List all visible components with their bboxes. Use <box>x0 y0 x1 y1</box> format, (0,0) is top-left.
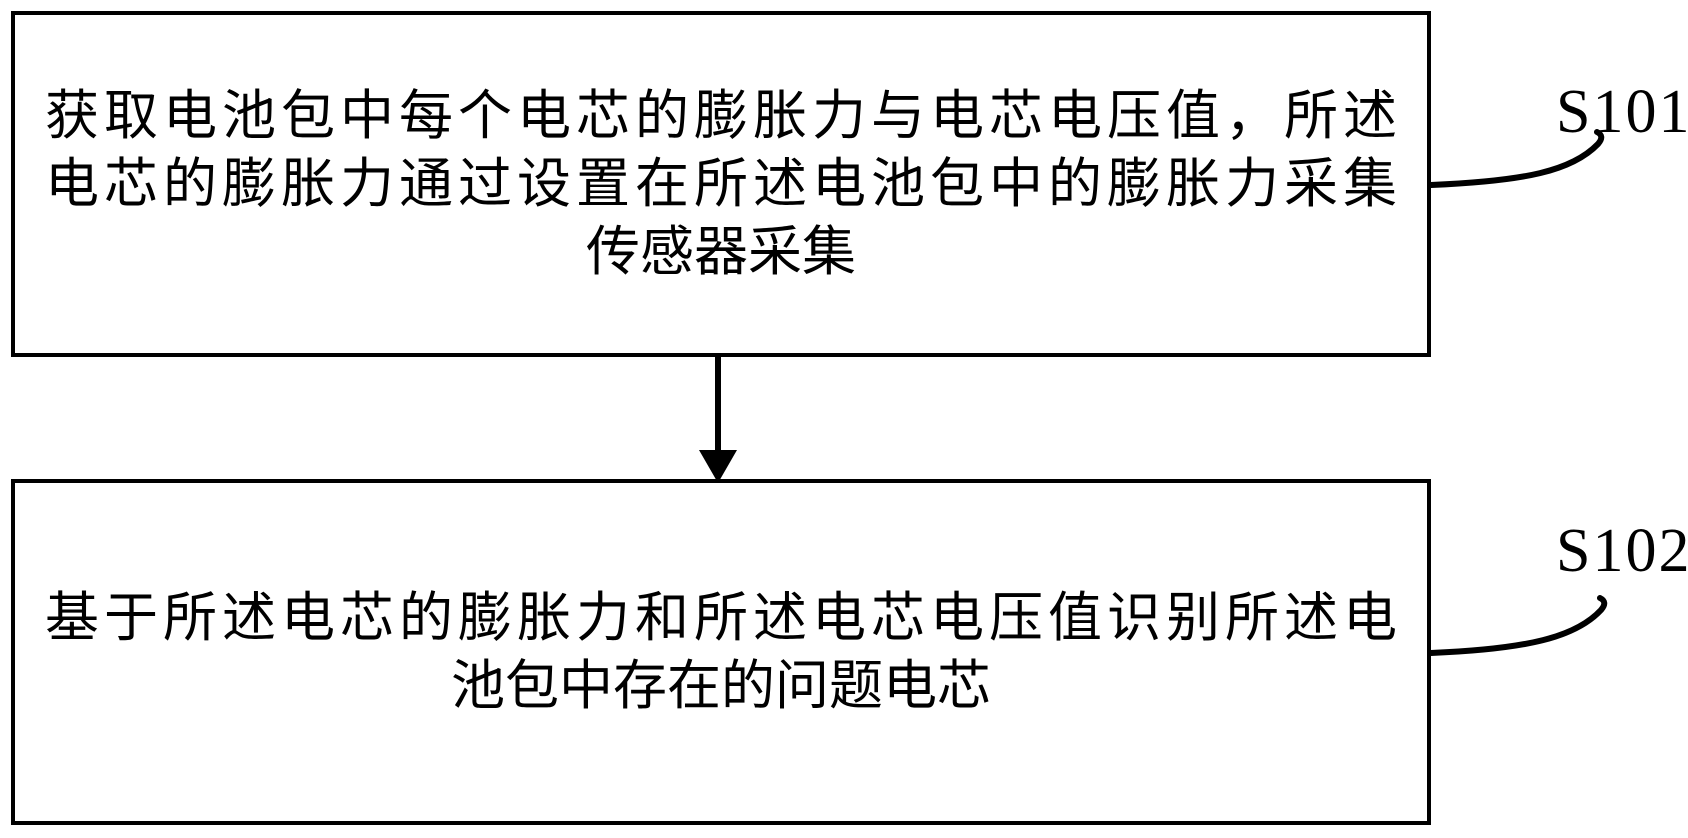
step-s102-text-line-2: 池包中存在的问题电芯 <box>451 656 991 716</box>
step-s102-text-line-1: 基于所述电芯的膨胀力和所述电芯电压值识别所述电 <box>45 588 1397 648</box>
leader-curve-s102 <box>1428 595 1608 656</box>
step-s101-text-line-2: 电芯的膨胀力通过设置在所述电池包中的膨胀力采集 <box>45 154 1397 214</box>
step-box-s102: 基于所述电芯的膨胀力和所述电芯电压值识别所述电 池包中存在的问题电芯 <box>11 479 1431 825</box>
step-s101-text-line-3: 传感器采集 <box>586 222 856 282</box>
step-s101-text-line-1: 获取电池包中每个电芯的膨胀力与电芯电压值，所述 <box>45 86 1397 146</box>
step-label-s101: S101 <box>1556 78 1688 146</box>
step-label-s102: S102 <box>1556 517 1688 585</box>
step-box-s101: 获取电池包中每个电芯的膨胀力与电芯电压值，所述 电芯的膨胀力通过设置在所述电池包… <box>11 11 1431 357</box>
